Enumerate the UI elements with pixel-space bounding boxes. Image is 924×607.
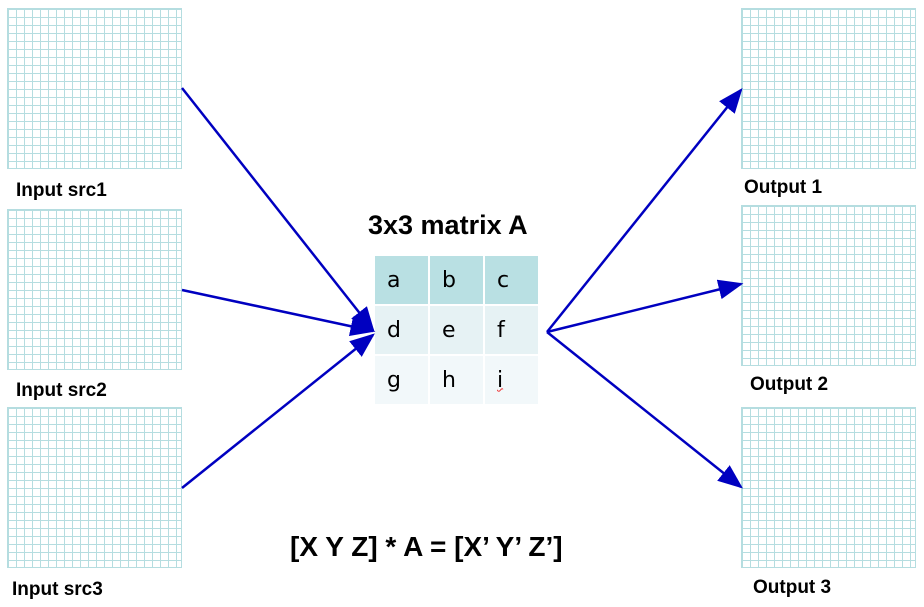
matrix-cell: c — [485, 256, 538, 304]
input-label-2: Input src2 — [16, 380, 107, 401]
arrow-input-3 — [181, 333, 375, 489]
arrow-output-3 — [546, 331, 743, 489]
arrow-input-2 — [181, 288, 376, 337]
output-grid-2 — [741, 205, 916, 366]
equation: [X Y Z] * A = [X’ Y’ Z’] — [290, 531, 563, 562]
arrow-output-2 — [546, 279, 744, 334]
matrix-cell: f — [485, 306, 538, 354]
arrow-output-1 — [546, 88, 743, 333]
output-label-1: Output 1 — [744, 177, 823, 198]
matrix-title: 3x3 matrix A — [368, 210, 528, 240]
input-grid-2 — [7, 209, 182, 370]
matrix-cell: g — [375, 356, 428, 404]
input-label-1: Input src1 — [16, 180, 107, 201]
matrix-cell: e — [430, 306, 483, 354]
arrow-input-1 — [181, 87, 375, 332]
input-label-3: Input src3 — [12, 579, 103, 600]
matrix-cell: h — [430, 356, 483, 404]
input-grid-3 — [7, 407, 182, 568]
matrix-cell: i — [485, 356, 538, 404]
input-grid-1 — [7, 8, 182, 169]
output-label-2: Output 2 — [750, 374, 829, 395]
matrix-cell: b — [430, 256, 483, 304]
output-grid-3 — [741, 407, 916, 568]
output-grid-1 — [741, 8, 916, 169]
matrix-cell: a — [375, 256, 428, 304]
output-label-3: Output 3 — [753, 577, 832, 598]
matrix-cell: d — [375, 306, 428, 354]
